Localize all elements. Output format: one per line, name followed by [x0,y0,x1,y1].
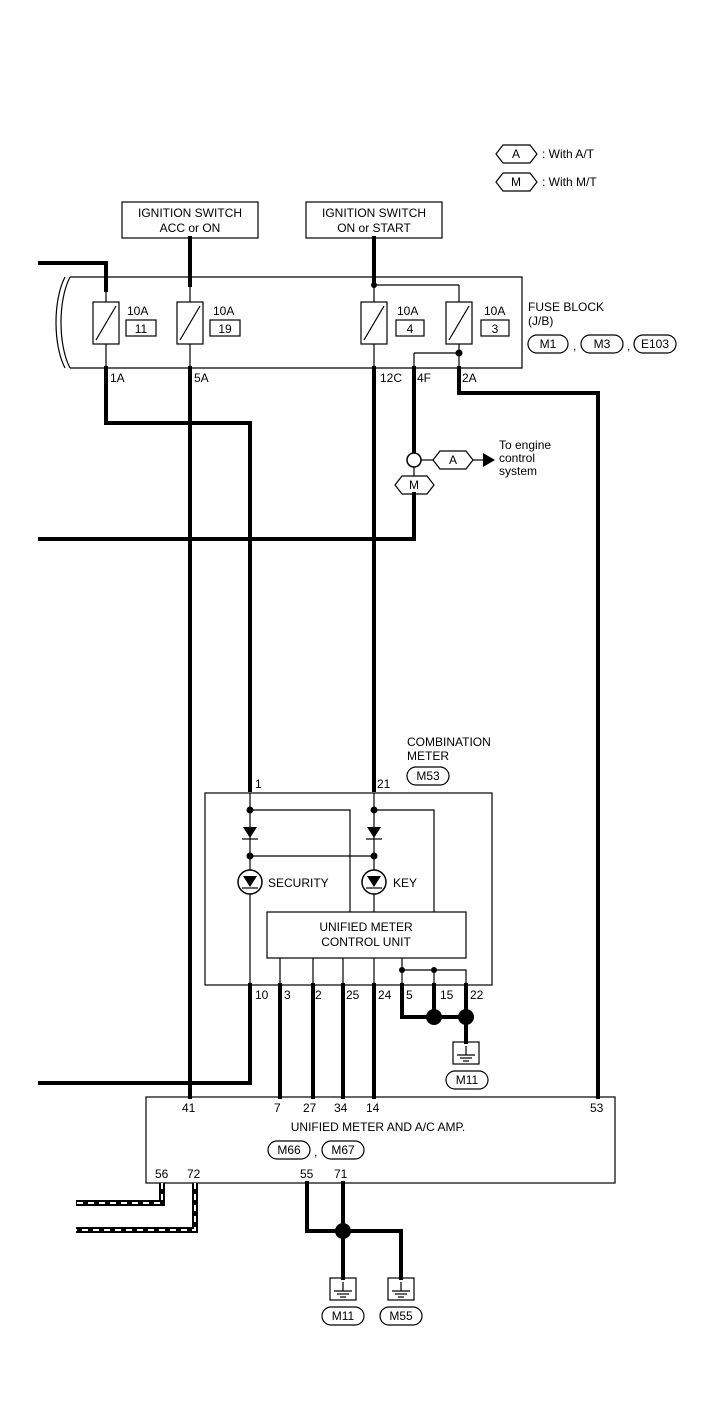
ign2-line1: IGNITION SWITCH [322,206,426,220]
amp-pin-72: 72 [187,1167,201,1181]
legend-a-text: : With A/T [542,147,595,161]
fuse-11-pin: 1A [110,371,125,385]
amp-ground-m11: M11 [332,1309,355,1323]
cm-title2: METER [407,749,449,763]
engine-tag-a: A [449,453,457,467]
engine-line2: control [499,451,535,465]
engine-tag-m: M [409,478,419,492]
ignition-switch-on-start: IGNITION SWITCH ON or START [305,201,443,239]
fuse-3-number: 3 [492,322,499,336]
fuse-block-pin-4f: 4F [417,371,431,385]
fuse-block-title: FUSE BLOCK [528,300,604,314]
fuse-19: 10A 19 5A [176,301,241,385]
amp-pin-27: 27 [303,1101,317,1115]
cm-pin-5: 5 [406,988,413,1002]
fuse-11-number: 11 [135,322,148,336]
amp-pin-56: 56 [155,1167,169,1181]
unified-meter-ac-amp: 41 7 27 34 14 53 UNIFIED METER AND A/C A… [145,1096,616,1184]
amp-pin-34: 34 [334,1101,348,1115]
amp-pin-14: 14 [366,1101,380,1115]
security-led-icon [237,869,263,895]
amp-pin-7: 7 [274,1101,281,1115]
ground-icon [452,1041,480,1065]
security-label: SECURITY [268,876,329,890]
engine-line3: system [499,464,537,478]
cm-pin-24: 24 [378,988,392,1002]
cu-line2: CONTROL UNIT [321,935,411,949]
fuse-3: 10A 3 2A [445,301,510,385]
upper-wires [38,236,600,1099]
diode-icon [242,827,258,840]
fuse-block-connectors: M1 , M3 , E103 [527,334,677,354]
cm-pin-2: 2 [315,988,322,1002]
amp-title: UNIFIED METER AND A/C AMP. [291,1120,465,1134]
legend-a-code: A [512,147,520,161]
ign2-line2: ON or START [337,221,411,235]
cm-pin-15: 15 [440,988,454,1002]
fuse-19-number: 19 [218,322,232,336]
cm-pin-22: 22 [470,988,484,1002]
cu-line1: UNIFIED METER [319,920,413,934]
fb-conn-m3: M3 [594,337,611,351]
key-led-icon [361,869,387,895]
fuse-4-rating: 10A [397,304,418,318]
ground-icon [387,1277,415,1301]
fb-conn-e103: E103 [641,337,669,351]
cm-pin-21: 21 [377,777,391,791]
diode-icon [366,827,382,840]
fb-conn-sep1: , [573,339,576,353]
fuse-4-number: 4 [407,322,414,336]
legend-item-m: M : With M/T [495,172,597,192]
cm-title1: COMBINATION [407,735,491,749]
amp-pin-55: 55 [300,1167,314,1181]
fuse-11-rating: 10A [127,304,148,318]
fuse-19-rating: 10A [213,304,234,318]
amp-conn-m67: M67 [331,1143,355,1157]
key-label: KEY [393,876,417,890]
lower-wires: M11 M55 [76,1181,423,1326]
cm-pin-1: 1 [255,777,262,791]
ground-icon [329,1277,357,1301]
legend: A : With A/T M : With M/T [495,144,597,192]
arrow-right-icon [483,453,495,467]
cm-pin-3: 3 [284,988,291,1002]
fuse-11: 10A 11 1A [92,301,157,385]
fuse-4-pin: 12C [380,371,402,385]
cm-ground-label: M11 [456,1073,479,1087]
amp-conn-m66: M66 [277,1143,301,1157]
engine-control-branch: A To engine control system M [394,438,551,495]
legend-item-a: A : With A/T [495,144,595,164]
fuse-3-pin: 2A [462,371,477,385]
fuse-block-subtitle: (J/B) [528,314,553,328]
legend-m-code: M [511,175,521,189]
ign1-line2: ACC or ON [160,221,221,235]
amp-ground-m55: M55 [389,1309,413,1323]
amp-conn-sep: , [314,1145,317,1159]
unified-meter-control-unit [266,911,467,959]
legend-m-text: : With M/T [542,175,597,189]
meter-to-amp-wires: M11 [278,983,489,1099]
ignition-switch-acc-on: IGNITION SWITCH ACC or ON [121,201,259,239]
ign1-line1: IGNITION SWITCH [138,206,242,220]
cm-pin-25: 25 [346,988,360,1002]
engine-line1: To engine [499,438,551,452]
cm-pin-10: 10 [255,988,269,1002]
fuse-3-rating: 10A [484,304,505,318]
fuse-block: FUSE BLOCK (J/B) M1 , M3 , E103 10A 11 1… [55,276,677,385]
amp-pin-71: 71 [334,1167,348,1181]
cm-connector: M53 [416,769,440,783]
amp-pin-53: 53 [590,1101,604,1115]
fb-conn-sep2: , [627,339,630,353]
fuse-19-pin: 5A [194,371,209,385]
combination-meter: COMBINATION METER M53 1 21 [204,735,493,1002]
fb-conn-m1: M1 [540,337,557,351]
amp-pin-41: 41 [182,1101,196,1115]
